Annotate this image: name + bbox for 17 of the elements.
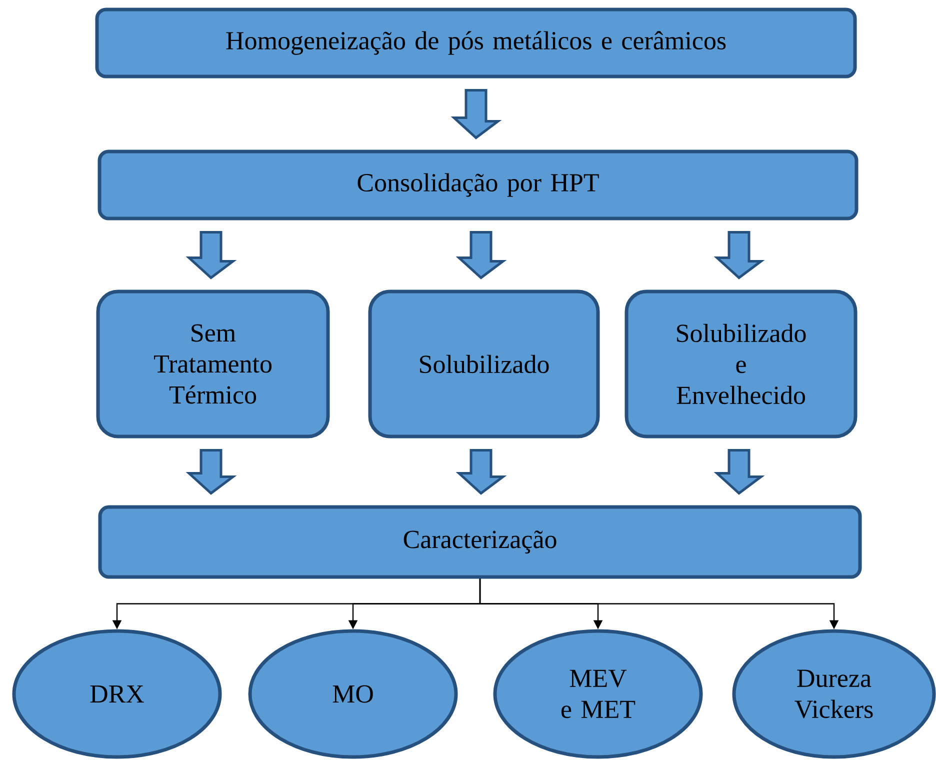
- block-arrow: [456, 231, 507, 280]
- block-arrow: [714, 449, 765, 495]
- oval-node: MO: [248, 629, 458, 759]
- process-box: Sem Tratamento Térmico: [96, 290, 330, 438]
- block-arrow: [450, 89, 502, 140]
- process-box: Homogeneização de pós metálicos e cerâmicos: [95, 8, 857, 78]
- block-arrow: [456, 449, 507, 495]
- block-arrow: [186, 449, 237, 495]
- process-box: Solubilizado e Envelhecido: [624, 290, 858, 438]
- oval-node: MEV e MET: [493, 629, 703, 759]
- process-box: Solubilizado: [368, 290, 600, 438]
- oval-node: Dureza Vickers: [732, 629, 936, 759]
- oval-node: DRX: [12, 629, 222, 759]
- process-box: Consolidação por HPT: [98, 150, 858, 220]
- process-box: Caracterização: [98, 505, 862, 579]
- block-arrow: [186, 231, 237, 280]
- block-arrow: [714, 231, 765, 280]
